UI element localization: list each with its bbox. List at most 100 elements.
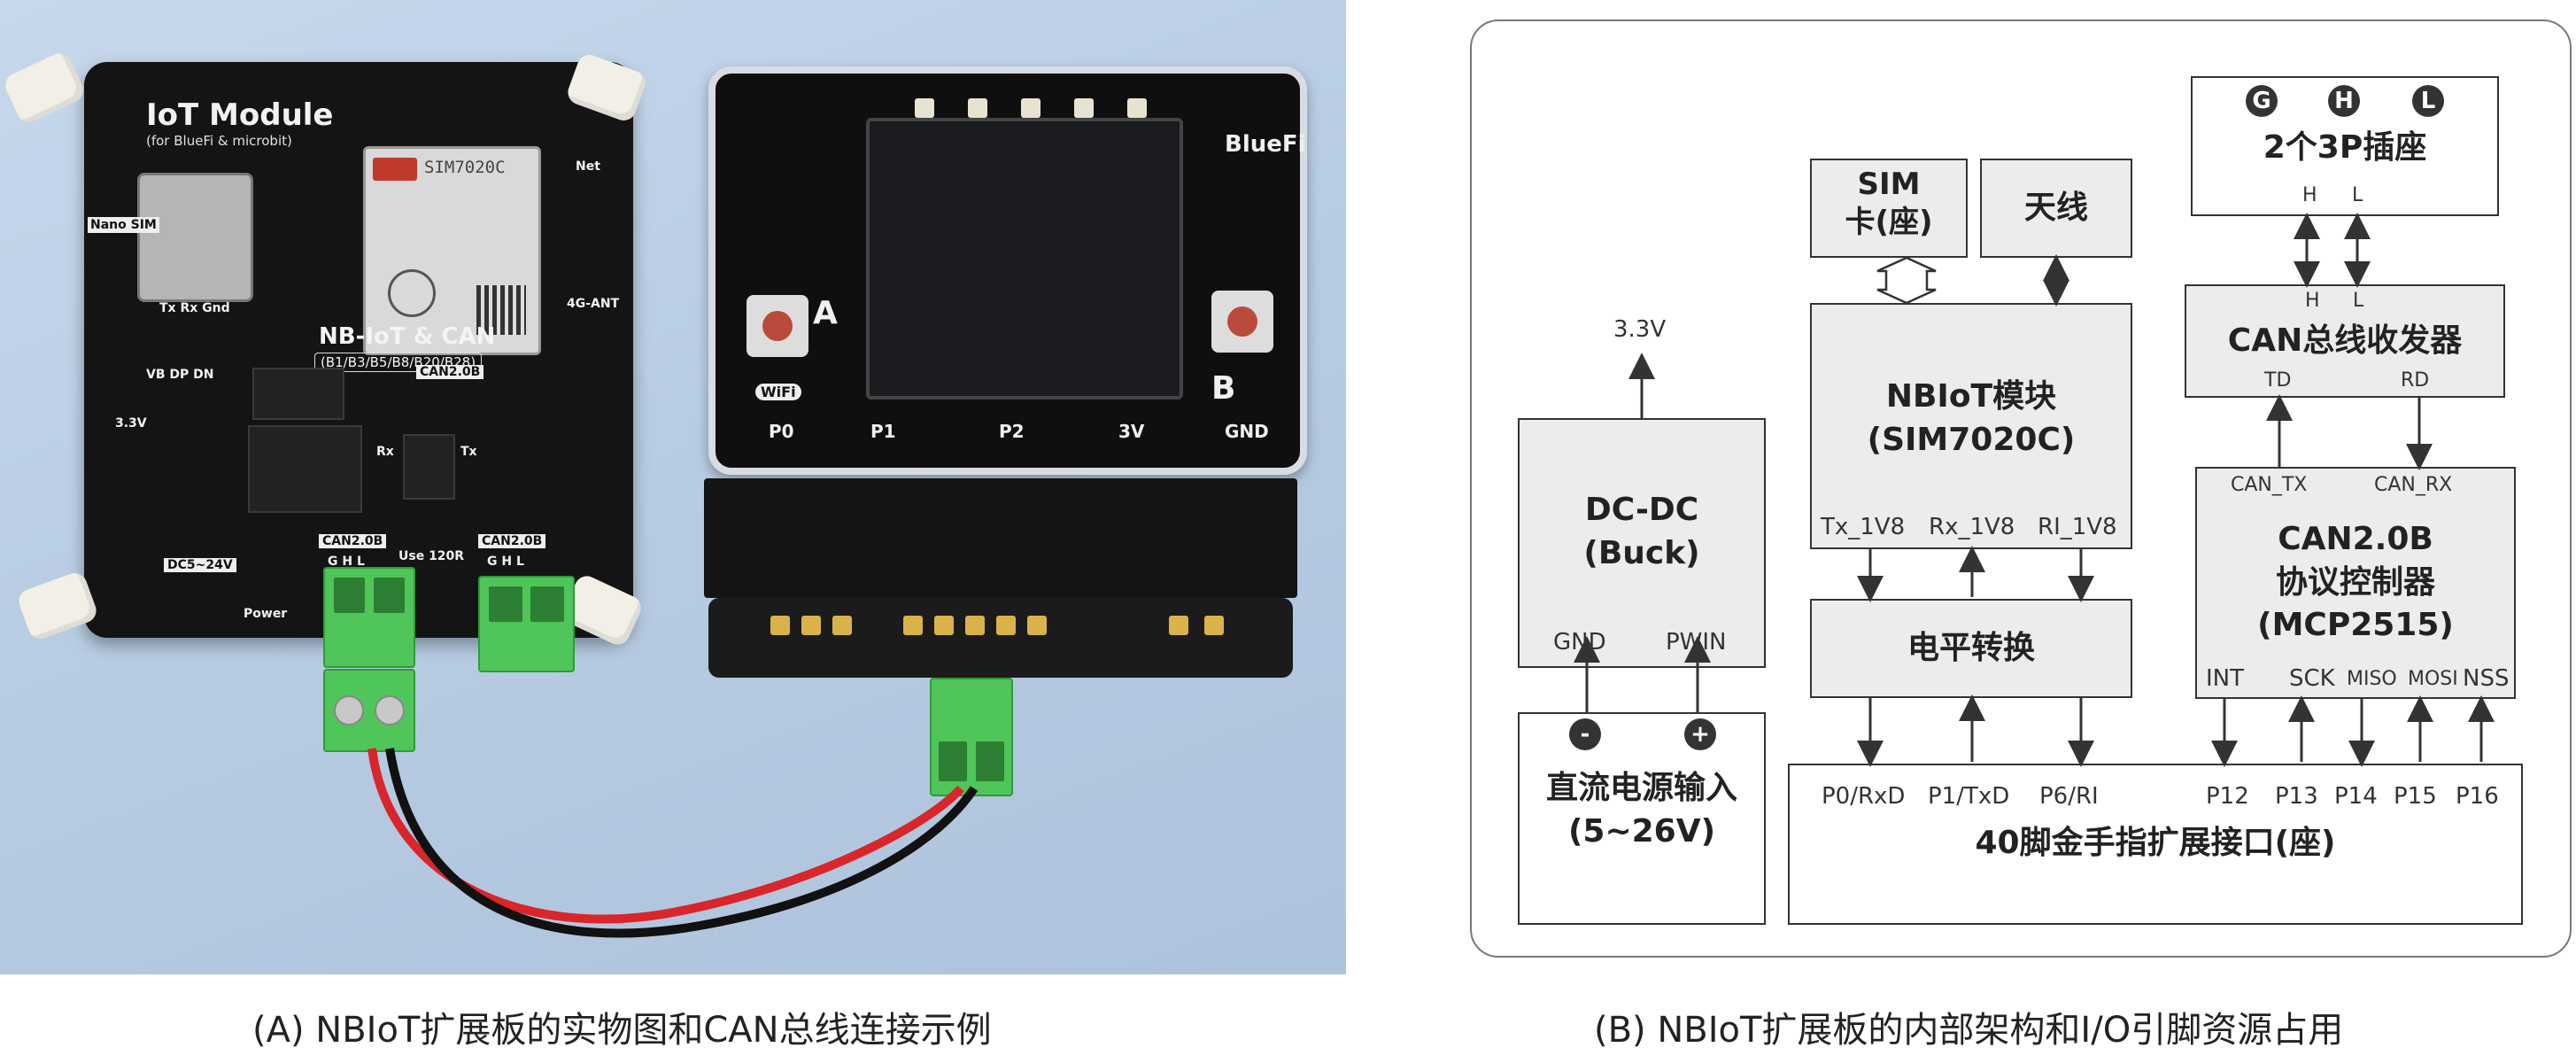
can-label-right: CAN2.0B <box>478 534 546 548</box>
edge-connector-box: P0/RxD P1/TxD P6/RI P12 P13 P14 P15 P16 … <box>1788 764 2523 925</box>
board-subtitle: (for BlueFi & microbit) <box>146 133 292 149</box>
pin-h-marker: H <box>2328 85 2360 117</box>
edge-pin-p0: P0/RxD <box>1822 783 1906 810</box>
board-title: IoT Module <box>146 97 334 133</box>
level-shifter-box: 电平转换 <box>1810 599 2132 698</box>
edge-connector <box>704 478 1297 598</box>
lcd-screen <box>866 118 1183 400</box>
connection-arrows <box>1574 213 2495 767</box>
edge-pin-p1: P1/TxD <box>1928 783 2010 810</box>
button-b <box>1211 291 1273 353</box>
uart-pads-label: Tx Rx Gnd <box>159 301 230 315</box>
bluefi-board: BlueFi WiFi A B P0 P1 P2 3V GND <box>708 66 1307 475</box>
architecture-diagram: SIM 卡(座) 天线 G H L 2个3P插座 H L H L CAN总线收发… <box>1470 19 2572 958</box>
wifi-label: WiFi <box>755 384 801 400</box>
connector-3p-box: G H L 2个3P插座 H L <box>2191 76 2499 216</box>
qr-code <box>476 285 526 335</box>
dc-input-label: 直流电源输入 (5~26V) <box>1545 770 1737 850</box>
level-shifter-label: 电平转换 <box>1907 630 2035 666</box>
bluefi-3v: 3V <box>1118 421 1145 442</box>
transceiver-pin-h: H <box>2305 290 2320 312</box>
bluefi-gnd: GND <box>1225 421 1269 442</box>
pin-g-marker: G <box>2246 85 2278 117</box>
use120r-label: Use 120R <box>398 549 465 563</box>
transceiver-pin-td: TD <box>2264 369 2292 392</box>
controller-pin-int: INT <box>2206 665 2244 692</box>
edge-pin-p13: P13 <box>2275 783 2318 810</box>
plug-left <box>323 669 415 752</box>
dc-minus-marker: - <box>1569 718 1601 750</box>
mcp2515-chip <box>252 368 344 420</box>
simcom-logo <box>373 158 417 181</box>
usb-pads-label: VB DP DN <box>146 368 214 382</box>
rgb-led-2 <box>968 98 987 118</box>
can-terminal-right <box>478 576 575 672</box>
bluefi-logo: BlueFi <box>1225 131 1306 158</box>
controller-pin-sck: SCK <box>2289 665 2335 692</box>
can-label-top: CAN2.0B <box>416 365 484 379</box>
nbiot-pin-tx: Tx_1V8 <box>1821 514 1906 540</box>
edge-connector-label: 40脚金手指扩展接口(座) <box>1975 825 2336 861</box>
tx-label: Tx <box>460 445 477 459</box>
connector-pin-l: L <box>2352 184 2363 206</box>
can-label-left: CAN2.0B <box>319 534 387 548</box>
can-cable <box>367 748 979 938</box>
nbiot-module-box: NBIoT模块 (SIM7020C) Tx_1V8 Rx_1V8 RI_1V8 <box>1810 303 2132 549</box>
nbiot-pin-ri: RI_1V8 <box>2038 514 2117 540</box>
bluefi-p1: P1 <box>870 421 896 442</box>
edge-pin-p15: P15 <box>2394 783 2437 810</box>
iot-module-board: IoT Module (for BlueFi & microbit) Nano … <box>84 62 633 638</box>
rgb-led-4 <box>1074 98 1094 118</box>
rgb-led-1 <box>915 98 934 118</box>
button-b-label: B <box>1211 370 1236 407</box>
dcdc-label: DC-DC (Buck) <box>1583 492 1700 571</box>
controller-pin-nss: NSS <box>2463 665 2510 692</box>
can-transceiver-label: CAN总线收发器 <box>2227 322 2463 359</box>
bluefi-p2: P2 <box>999 421 1025 442</box>
controller-pin-can-rx: CAN_RX <box>2374 474 2453 496</box>
antenna-label: 4G-ANT <box>567 297 620 311</box>
edge-pin-p12: P12 <box>2206 783 2249 810</box>
transceiver-pin-l: L <box>2353 290 2364 312</box>
antenna-label: 天线 <box>2023 190 2088 226</box>
dc-plus-marker: + <box>1684 718 1716 750</box>
transceiver-chip <box>403 434 455 500</box>
ghl-right-label: G H L <box>487 555 524 569</box>
rgb-led-3 <box>1021 98 1040 118</box>
caption-right: (B) NBIoT扩展板的内部架构和I/O引脚资源占用 <box>1594 1010 2344 1051</box>
dcdc-output-label: 3.3V <box>1613 316 1667 343</box>
button-a <box>746 295 808 357</box>
antenna-box: 天线 <box>1980 159 2132 258</box>
ldo-chip <box>248 425 362 513</box>
sim7020c-module: SIM7020C <box>363 146 541 355</box>
nano-sim-slot <box>137 173 253 302</box>
sim-card-label: SIM 卡(座) <box>1845 167 1933 240</box>
bluefi-p0: P0 <box>769 421 794 442</box>
controller-pin-can-tx: CAN_TX <box>2231 474 2308 496</box>
pin-l-marker: L <box>2412 85 2444 117</box>
can-terminal-left <box>323 567 415 668</box>
nbiot-pin-rx: Rx_1V8 <box>1929 514 2015 540</box>
caption-left: (A) NBIoT扩展板的实物图和CAN总线连接示例 <box>252 1010 992 1051</box>
v33-label: 3.3V <box>115 416 147 431</box>
net-label: Net <box>576 159 600 174</box>
rgb-led-5 <box>1127 98 1147 118</box>
connector-3p-label: 2个3P插座 <box>2263 129 2427 166</box>
can-controller-label: CAN2.0B 协议控制器 (MCP2515) <box>2257 521 2454 644</box>
button-a-label: A <box>813 295 838 331</box>
rx-label: Rx <box>376 445 394 459</box>
nbiot-can-label: NB-IoT & CAN <box>319 323 496 350</box>
can-controller-box: CAN_TX CAN_RX CAN2.0B 协议控制器 (MCP2515) IN… <box>2195 467 2516 699</box>
edge-pin-p6: P6/RI <box>2039 783 2099 810</box>
hardware-photo: IoT Module (for BlueFi & microbit) Nano … <box>0 0 1346 974</box>
certification-mark <box>388 269 436 317</box>
nbiot-module-label: NBIoT模块 (SIM7020C) <box>1867 378 2076 458</box>
transceiver-pin-rd: RD <box>2401 369 2430 392</box>
edge-pin-p16: P16 <box>2456 783 2499 810</box>
nano-sim-label: Nano SIM <box>88 217 159 233</box>
connector-pin-h: H <box>2302 184 2317 206</box>
ghl-left-label: G H L <box>328 555 365 569</box>
controller-pin-miso: MISO <box>2347 668 2397 690</box>
dc-input-label: DC5~24V <box>164 558 236 572</box>
sim-model-label: SIM7020C <box>424 158 506 177</box>
